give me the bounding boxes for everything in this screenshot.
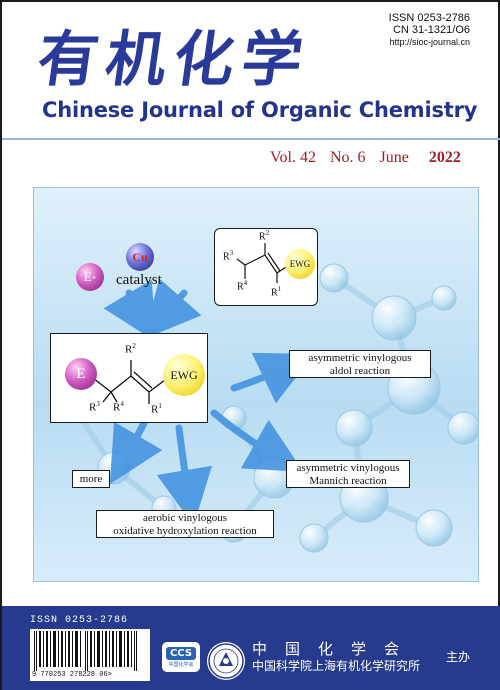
electrophile-charge: + (91, 272, 97, 282)
product-r3: R (89, 401, 97, 414)
sioc-logo (207, 642, 245, 680)
product-ewg: EWG (170, 367, 198, 382)
ccs-logo: CCS 中国化学会 (162, 642, 200, 672)
product-structure-box: E R2 R3 R4 R1 EWG (50, 333, 208, 423)
aldol-line-1: asymmetric vinylogous (308, 352, 412, 364)
issn-block: ISSN 0253-2786 CN 31-1321/O6 http://sioc… (389, 12, 470, 48)
issue-year: 2022 (428, 149, 461, 166)
substrate-r3: R (223, 251, 230, 263)
substrate-r1: R (271, 287, 278, 299)
more-box: more (72, 470, 110, 488)
sponsor-suffix: 主办 (446, 650, 471, 664)
product-e-ball: E (65, 358, 97, 390)
journal-title-chinese: 有机化学 (33, 25, 315, 95)
substrate-r2-sup: 2 (265, 229, 270, 237)
ccs-logo-sub: 中国化学会 (168, 661, 194, 668)
issue-volume: Vol. 42 (270, 149, 316, 166)
copper-catalyst-ball: Cu (126, 243, 154, 271)
barcode-digits: 9 770253 278228 06> (32, 671, 112, 679)
product-r1: R (151, 403, 159, 416)
oxidative-line-1: aerobic vinylogous (142, 512, 227, 524)
product-r4-label: R4 (113, 400, 124, 414)
substrate-r1-sup: 1 (277, 285, 282, 293)
product-ewg-ball: EWG (163, 354, 205, 396)
issue-month: June (379, 149, 409, 166)
header-divider (2, 138, 500, 140)
ccs-logo-text: CCS (165, 646, 197, 660)
oxidative-reaction-box: aerobic vinylogous oxidative hydroxylati… (96, 510, 274, 538)
substrate-r4-label: R4 (237, 279, 247, 292)
substrate-bonds (236, 243, 290, 283)
issn-number: ISSN 0253-2786 (388, 12, 470, 24)
product-r2: R (125, 343, 133, 356)
product-r1-label: R1 (151, 402, 162, 416)
substrate-r4: R (237, 281, 244, 293)
issue-info: Vol. 42 No. 6 June 2022 (270, 149, 471, 167)
cover-graphic: E+ Cu catalyst R2 R3 R4 R1 EWG (33, 187, 479, 582)
product-r2-sup: 2 (132, 342, 136, 350)
sioc-emblem-icon (208, 643, 244, 679)
product-r3-sup: 3 (96, 400, 100, 408)
product-r3-label: R3 (89, 400, 100, 414)
catalyst-metal: Cu (132, 249, 148, 264)
mannich-line-1: asymmetric vinylogous (296, 462, 400, 474)
substrate-ewg: EWG (289, 259, 311, 269)
more-label: more (79, 473, 103, 485)
catalyst-label: catalyst (116, 272, 162, 288)
sponsor-ccs: 中国化学会 (252, 640, 418, 658)
issue-number: No. 6 (329, 149, 366, 166)
barcode-bars (34, 631, 137, 671)
product-r2-label: R2 (125, 342, 136, 356)
electrophile-ball: E+ (76, 263, 104, 291)
barcode: 9 770253 278228 06> (30, 629, 150, 681)
substrate-r3-sup: 3 (229, 249, 234, 257)
journal-website: http://sioc-journal.cn (389, 37, 470, 47)
product-bonds (92, 360, 166, 404)
substrate-ewg-ball: EWG (285, 249, 315, 279)
substrate-r1-label: R1 (271, 285, 281, 298)
cn-number: CN 31-1321/O6 (392, 24, 470, 36)
substrate-r4-sup: 4 (243, 279, 248, 287)
substrate-r3-label: R3 (223, 249, 233, 262)
product-r4-sup: 4 (120, 400, 124, 408)
electrophile-symbol: E (83, 269, 92, 284)
aldol-reaction-box: asymmetric vinylogous aldol reaction (289, 350, 431, 378)
mannich-reaction-box: asymmetric vinylogous Mannich reaction (286, 460, 410, 488)
oxidative-line-2: oxidative hydroxylation reaction (113, 525, 257, 537)
product-r4: R (113, 401, 121, 414)
product-r1-sup: 1 (158, 402, 162, 410)
substrate-structure-box: R2 R3 R4 R1 EWG (214, 228, 318, 306)
substrate-r2-label: R2 (259, 229, 269, 242)
product-e: E (76, 365, 86, 382)
sponsor-sioc: 中国科学院上海有机化学研究所 (252, 659, 421, 673)
journal-title-english: Chinese Journal of Organic Chemistry (42, 98, 478, 122)
substrate-r2: R (259, 231, 266, 243)
mannich-line-2: Mannich reaction (309, 475, 387, 487)
aldol-line-2: aldol reaction (329, 365, 391, 377)
footer-issn: ISSN 0253-2786 (30, 615, 129, 626)
